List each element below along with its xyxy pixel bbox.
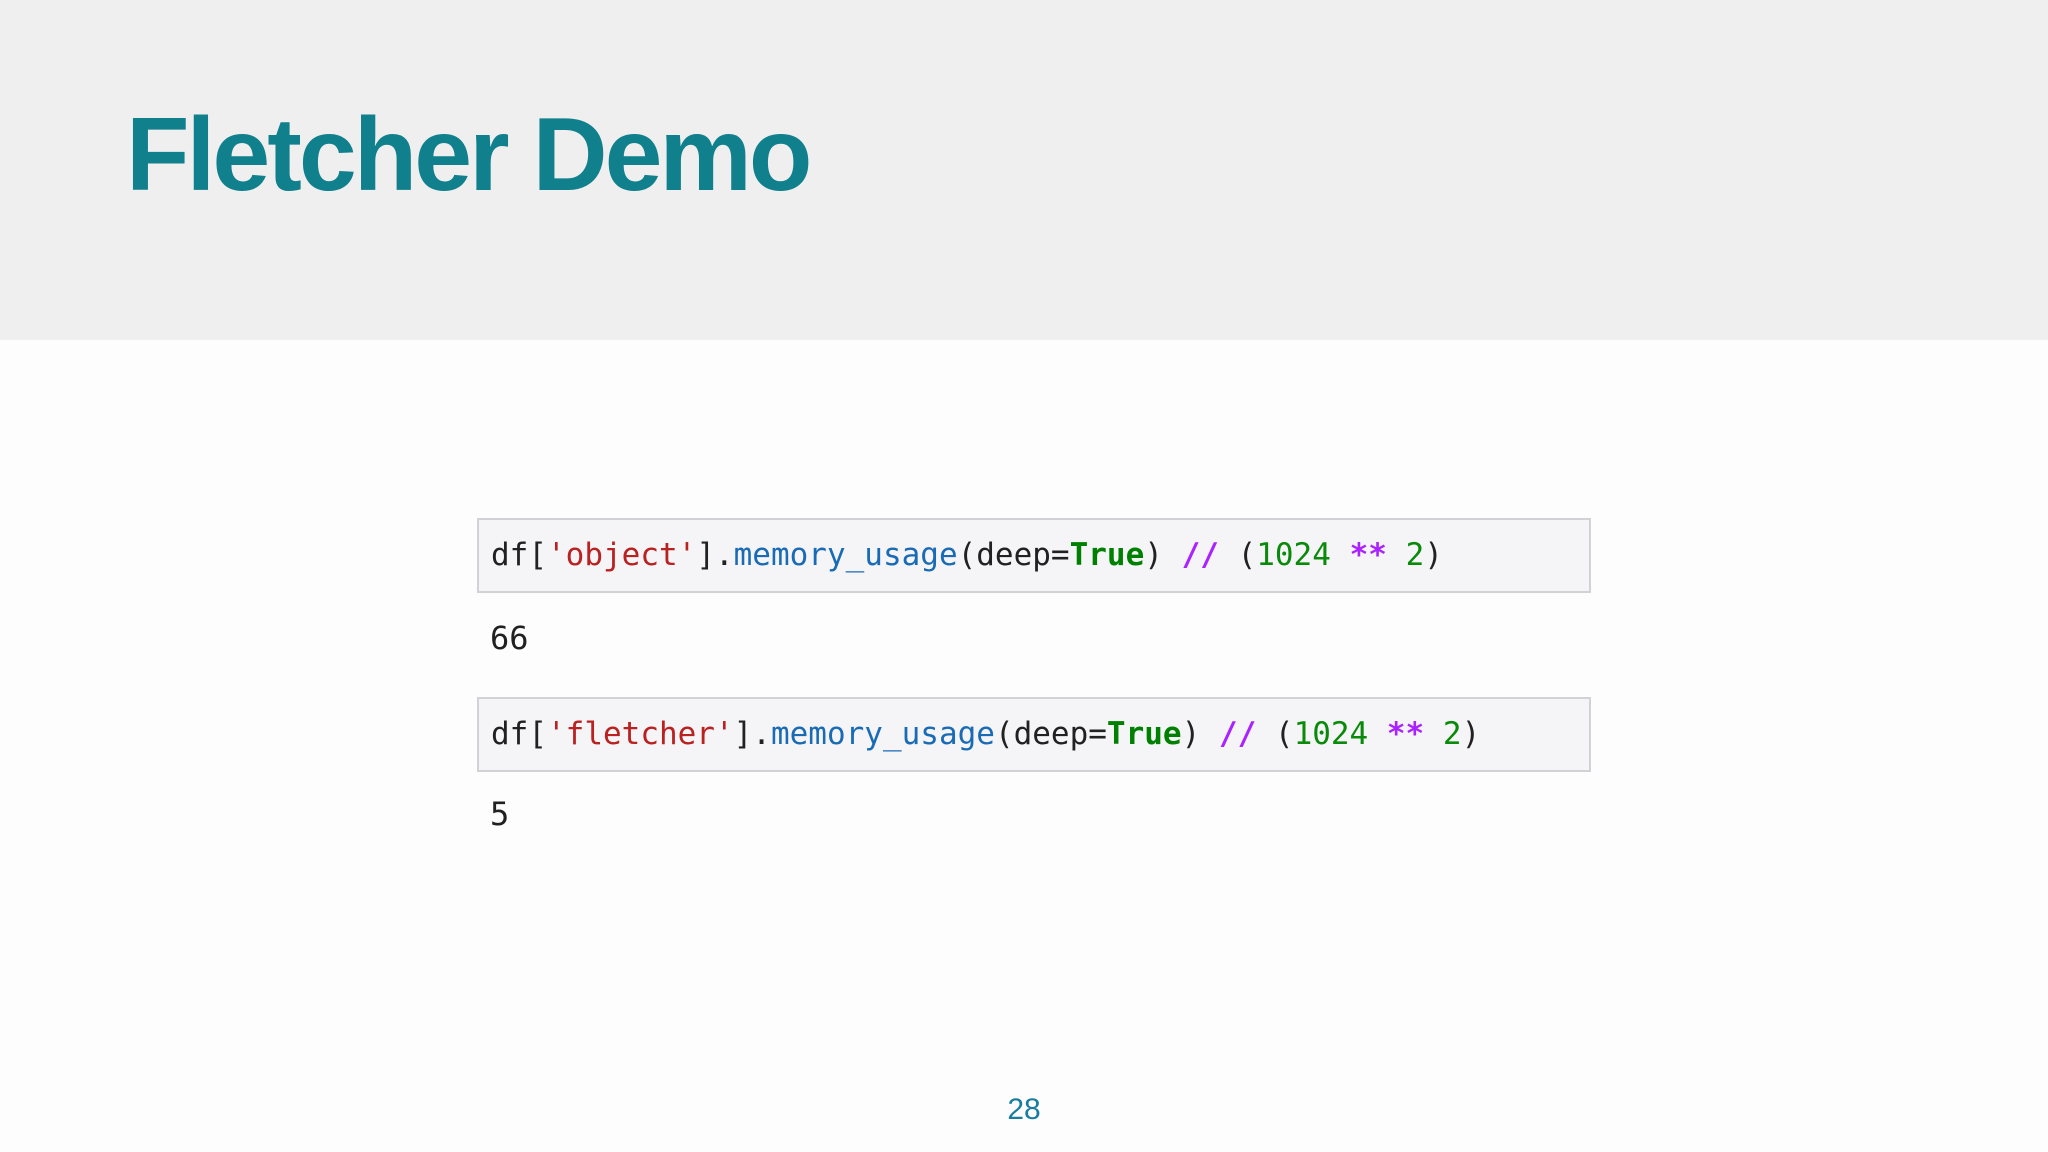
code-token-plain: ( bbox=[1218, 537, 1257, 573]
code-token-string: 'object' bbox=[547, 537, 697, 573]
code-token-property: memory_usage bbox=[770, 716, 995, 752]
code-token-plain bbox=[1331, 537, 1350, 573]
code-token-operator: // bbox=[1218, 716, 1257, 752]
code-token-plain: ) bbox=[1424, 537, 1443, 573]
code-token-operator: // bbox=[1181, 537, 1219, 573]
code-line-1: df['object'].memory_usage(deep=True) // … bbox=[491, 540, 1443, 571]
code-token-plain: ( bbox=[1256, 716, 1294, 752]
code-token-keyword: True bbox=[1106, 716, 1182, 752]
jupyter-output-1: 66 bbox=[490, 619, 529, 657]
code-token-plain: ]. bbox=[733, 716, 771, 752]
code-token-plain bbox=[1368, 716, 1387, 752]
jupyter-input-cell-2: df['fletcher'].memory_usage(deep=True) /… bbox=[477, 697, 1591, 772]
code-token-plain: df[ bbox=[491, 537, 547, 573]
code-line-2: df['fletcher'].memory_usage(deep=True) /… bbox=[491, 719, 1480, 750]
code-token-number: 1024 bbox=[1256, 537, 1331, 573]
code-token-number: 2 bbox=[1442, 716, 1462, 752]
code-token-plain: ) bbox=[1181, 716, 1219, 752]
slide-header: Fletcher Demo bbox=[0, 0, 2048, 340]
jupyter-input-cell-1: df['object'].memory_usage(deep=True) // … bbox=[477, 518, 1591, 593]
code-token-plain: ) bbox=[1144, 537, 1182, 573]
code-token-plain: ) bbox=[1461, 716, 1481, 752]
code-token-keyword: True bbox=[1069, 537, 1145, 573]
page-number: 28 bbox=[1007, 1093, 1041, 1126]
jupyter-output-2: 5 bbox=[490, 795, 510, 833]
code-token-plain: (deep= bbox=[994, 716, 1107, 752]
code-token-property: memory_usage bbox=[733, 537, 958, 573]
code-token-plain bbox=[1424, 716, 1443, 752]
code-token-plain: (deep= bbox=[957, 537, 1070, 573]
code-token-number: 2 bbox=[1405, 537, 1425, 573]
code-token-number: 1024 bbox=[1293, 716, 1369, 752]
code-token-operator: ** bbox=[1349, 537, 1387, 573]
code-token-plain bbox=[1387, 537, 1406, 573]
slide-title: Fletcher Demo bbox=[126, 97, 812, 213]
code-token-operator: ** bbox=[1386, 716, 1425, 752]
code-token-plain: ]. bbox=[696, 537, 734, 573]
code-token-string: 'fletcher' bbox=[547, 716, 734, 752]
code-token-plain: df[ bbox=[491, 716, 547, 752]
